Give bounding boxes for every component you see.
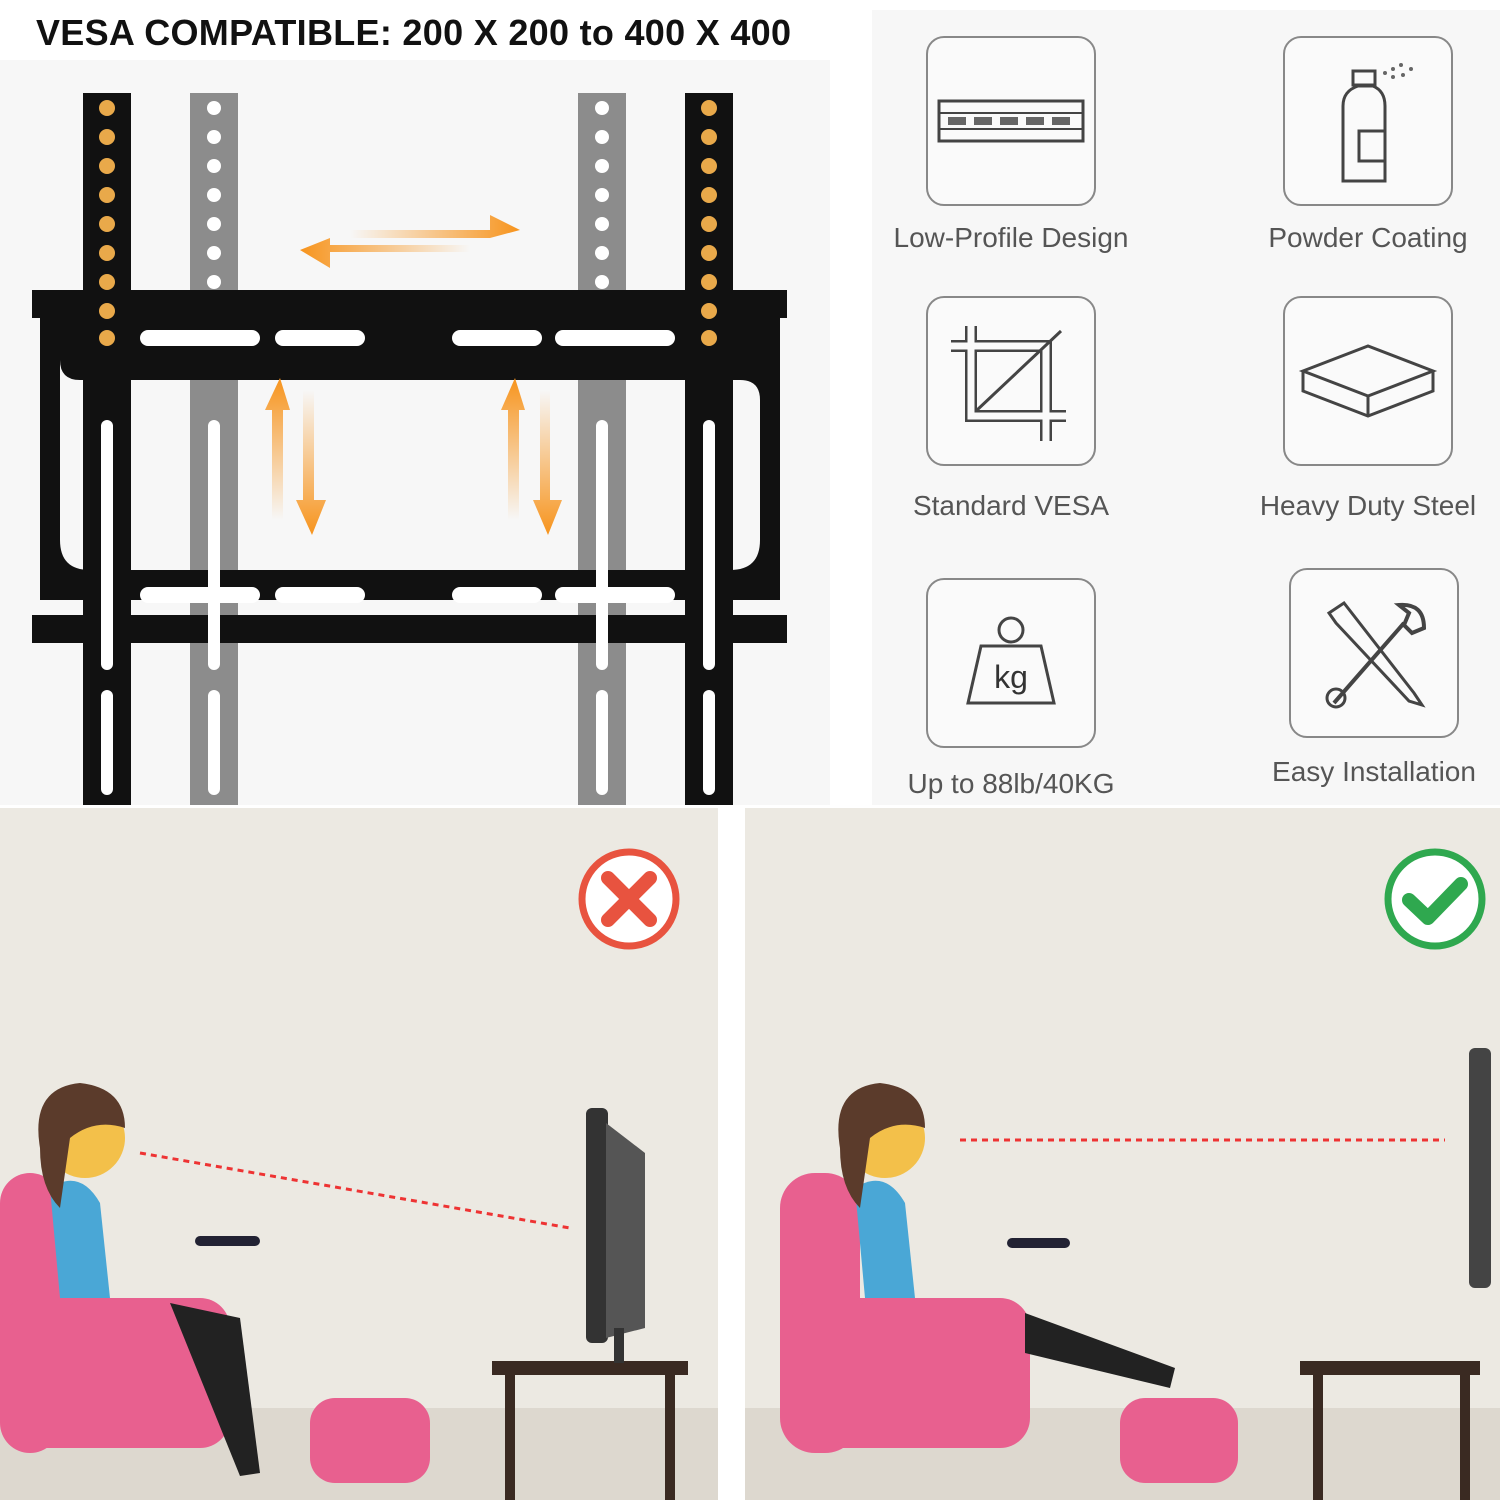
wall-mounted-tv — [1469, 1048, 1491, 1288]
features-grid: Low-Profile Design Powder Coating Standa… — [872, 10, 1500, 805]
scene-incorrect-viewing — [0, 808, 718, 1500]
adjust-arrows-icon — [265, 215, 562, 535]
page-title: VESA COMPATIBLE: 200 X 200 to 400 X 400 — [36, 12, 792, 53]
mount-illustration — [0, 60, 830, 805]
feature-heavy-duty-steel: Heavy Duty Steel — [1218, 296, 1500, 522]
wall-plate — [32, 290, 787, 643]
low-profile-icon — [926, 36, 1096, 206]
tv-on-stand — [586, 1108, 645, 1363]
feature-label: Powder Coating — [1268, 222, 1468, 253]
grey-bracket-arms — [190, 93, 626, 805]
person-in-armchair — [780, 1083, 1238, 1483]
feature-label: Low-Profile Design — [893, 222, 1129, 253]
feature-label: Easy Installation — [1272, 756, 1476, 787]
feature-label: Up to 88lb/40KG — [907, 768, 1115, 799]
crop-frame-icon — [926, 296, 1096, 466]
weight-icon-text: kg — [994, 659, 1028, 695]
tv-table — [1300, 1361, 1480, 1500]
feature-low-profile: Low-Profile Design — [861, 36, 1161, 254]
feature-weight-capacity: kg Up to 88lb/40KG — [861, 578, 1161, 800]
feature-label: Heavy Duty Steel — [1259, 490, 1477, 521]
feature-powder-coating: Powder Coating — [1218, 36, 1500, 254]
feature-label: Standard VESA — [912, 490, 1110, 521]
feature-standard-vesa: Standard VESA — [861, 296, 1161, 522]
steel-plate-icon — [1283, 296, 1453, 466]
spray-can-icon — [1283, 36, 1453, 206]
check-circle-icon — [1384, 848, 1486, 950]
scene-correct-viewing — [745, 808, 1500, 1500]
x-circle-icon — [578, 848, 680, 950]
tv-table — [492, 1361, 688, 1500]
sightline-angled — [139, 1151, 571, 1230]
weight-icon: kg — [926, 578, 1096, 748]
feature-easy-installation: Easy Installation — [1224, 568, 1500, 788]
black-bracket-arms — [83, 93, 733, 805]
person-in-armchair — [0, 1083, 430, 1483]
tools-icon — [1289, 568, 1459, 738]
